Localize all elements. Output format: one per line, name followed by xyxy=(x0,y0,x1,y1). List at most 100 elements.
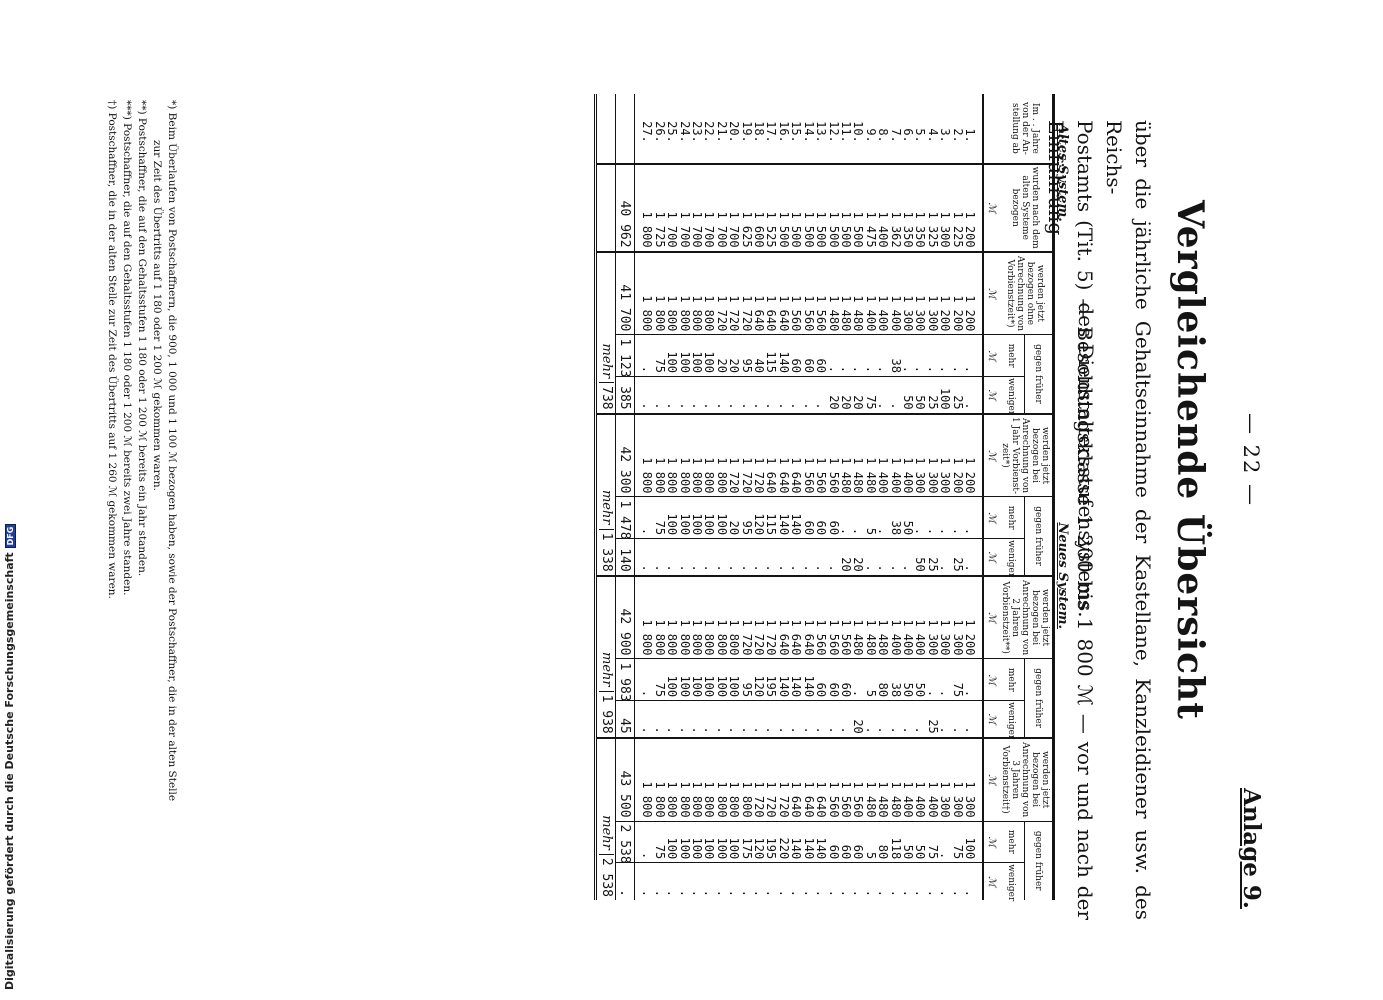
cell-salary-a: 1 800 xyxy=(653,251,667,335)
cell-weniger-d: . xyxy=(876,862,890,900)
net-mehr-b-value: 1 338 xyxy=(598,528,614,572)
col-header-mehr: mehr xyxy=(998,821,1025,863)
total-b-mehr: 1 478 xyxy=(615,496,635,540)
cell-weniger-a: . xyxy=(702,376,716,414)
net-mehr-spacer xyxy=(595,94,616,164)
cell-weniger-d: . xyxy=(938,862,952,900)
cell-salary-a: 1 200 xyxy=(938,251,952,335)
cell-mehr-b: 60 xyxy=(814,496,828,539)
cell-weniger-d: . xyxy=(827,862,841,900)
cell-mehr-b: 60 xyxy=(827,496,841,539)
cell-mehr-d: . xyxy=(634,821,654,863)
net-mehr-label: mehr xyxy=(598,343,614,379)
cell-salary-c: 1 400 xyxy=(889,575,903,659)
cell-salary-c: 1 800 xyxy=(715,575,729,659)
cell-year: 21. xyxy=(714,121,729,143)
net-mehr-a: mehr738 xyxy=(595,251,616,414)
salary-comparison-table: Altes System. Neues System. Im . . Jahre… xyxy=(594,94,1071,901)
unit-label: ℳ xyxy=(983,737,998,822)
cell-mehr-b: 100 xyxy=(715,496,729,539)
cell-year: 24. xyxy=(677,121,692,143)
cell-weniger-c: . xyxy=(702,700,716,738)
cell-weniger-a: . xyxy=(715,376,729,414)
cell-salary-a: 1 300 xyxy=(901,251,915,335)
cell-mehr-b: 60 xyxy=(802,496,816,539)
cell-mehr-a: . xyxy=(913,334,927,377)
cell-mehr-c: 60 xyxy=(827,658,841,701)
cell-weniger-c: . xyxy=(913,700,927,738)
unit-label: ℳ xyxy=(983,538,998,576)
cell-salary-b: 1 400 xyxy=(889,413,903,497)
cell-year: 22. xyxy=(702,121,717,143)
cell-mehr-c: 60 xyxy=(839,658,853,701)
cell-salary-b: 1 560 xyxy=(814,413,828,497)
cell-mehr-c: 80 xyxy=(876,658,890,701)
cell-salary-a: 1 480 xyxy=(827,251,841,335)
cell-mehr-d: 60 xyxy=(839,821,853,863)
cell-mehr-c: 140 xyxy=(789,658,803,701)
cell-salary-b: 1 560 xyxy=(827,413,841,497)
cell-salary-b: 1 800 xyxy=(634,413,654,497)
cell-mehr-b: 120 xyxy=(752,496,766,539)
cell-salary-d: 1 480 xyxy=(889,737,903,822)
cell-salary-a: 1 720 xyxy=(715,251,729,335)
cell-mehr-c: 50 xyxy=(901,658,915,701)
cell-salary-d: 1 800 xyxy=(702,737,716,822)
cell-salary-d: 1 800 xyxy=(690,737,704,822)
cell-old-salary: 1 700 xyxy=(678,163,692,252)
cell-year: 8. xyxy=(876,128,891,143)
cell-weniger-b: . xyxy=(938,538,952,576)
unit-label: ℳ xyxy=(983,700,998,738)
total-c-mehr: 1 983 xyxy=(615,658,635,702)
cell-mehr-a: . xyxy=(827,334,841,377)
cell-mehr-b: . xyxy=(839,496,853,539)
cell-mehr-d: 100 xyxy=(665,821,679,863)
cell-mehr-c: . xyxy=(963,658,983,701)
cell-old-salary: 1 350 xyxy=(913,163,927,252)
net-mehr-d: mehr2 538 xyxy=(595,737,616,900)
cell-old-salary: 1 500 xyxy=(839,163,853,252)
total-c-weniger: 45 xyxy=(615,700,635,738)
col-header-two-years-prior: werden jetzt bezogen bei Anrechnung von … xyxy=(998,575,1054,659)
cell-weniger-a: 25 xyxy=(951,376,965,414)
footnotes: *) Beim Überlaufen von Postschaffnern, d… xyxy=(104,100,179,900)
cell-weniger-d: . xyxy=(665,862,679,900)
cell-salary-a: 1 800 xyxy=(678,251,692,335)
unit-label: ℳ xyxy=(983,658,998,701)
cell-salary-b: 1 480 xyxy=(864,413,878,497)
cell-weniger-c: . xyxy=(938,700,952,738)
cell-weniger-a: 75 xyxy=(864,376,878,414)
cell-salary-d: 1 800 xyxy=(740,737,754,822)
cell-salary-b: 1 640 xyxy=(789,413,803,497)
cell-salary-c: 1 640 xyxy=(789,575,803,659)
net-mehr-b: mehr1 338 xyxy=(595,413,616,576)
cell-salary-d: 1 400 xyxy=(901,737,915,822)
cell-mehr-c: 120 xyxy=(752,658,766,701)
cell-salary-d: 1 640 xyxy=(789,737,803,822)
cell-old-salary: 1 500 xyxy=(851,163,865,252)
cell-old-salary: 1 625 xyxy=(740,163,754,252)
cell-salary-c: 1 480 xyxy=(876,575,890,659)
cell-mehr-c: 100 xyxy=(678,658,692,701)
cell-mehr-a: 40 xyxy=(752,334,766,377)
col-header-diff-c: gegen früher xyxy=(1024,658,1054,738)
cell-weniger-c: . xyxy=(653,700,667,738)
cell-salary-c: 1 560 xyxy=(839,575,853,659)
cell-weniger-d: . xyxy=(951,862,965,900)
cell-mehr-a: 115 xyxy=(765,334,779,377)
cell-year: 13. xyxy=(814,121,829,143)
cell-salary-b: 1 200 xyxy=(963,413,983,497)
cell-weniger-d: . xyxy=(777,862,791,900)
unit-label: ℳ xyxy=(983,496,998,539)
cell-year: 10. xyxy=(851,121,866,143)
cell-mehr-d: 50 xyxy=(913,821,927,863)
